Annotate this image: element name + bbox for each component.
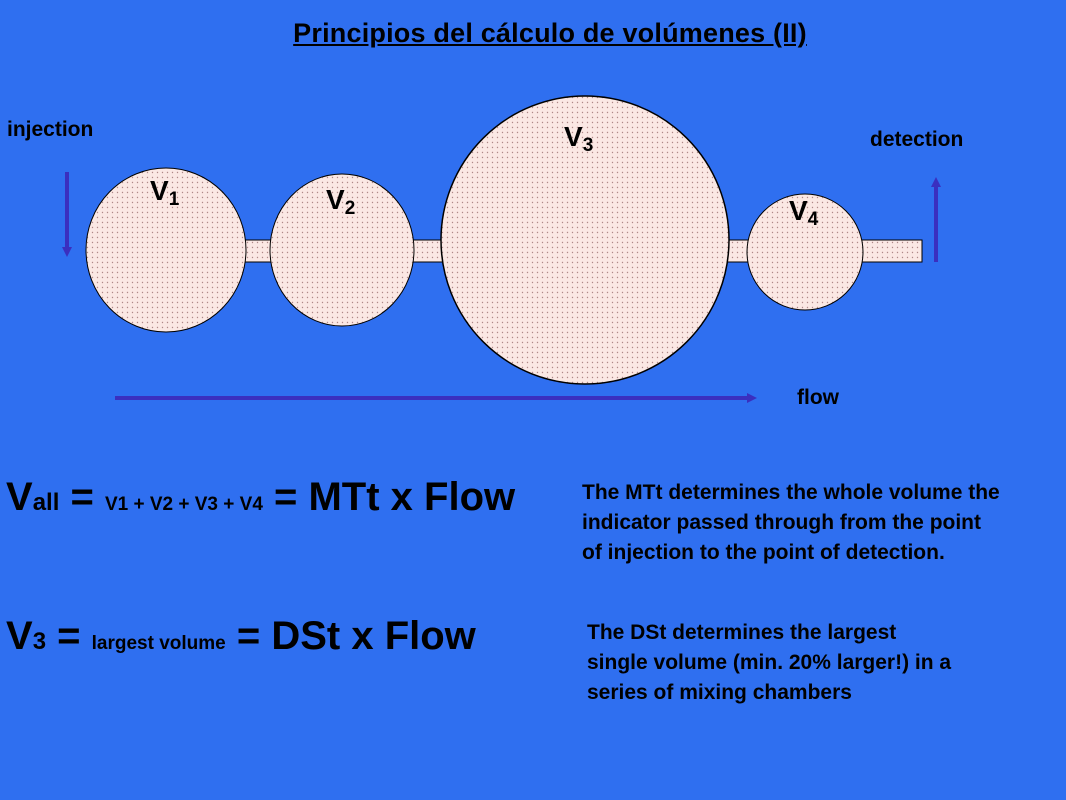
- mtt-line: The MTt determines the whole volume the: [582, 481, 1000, 504]
- dst-line: single volume (min. 20% larger!) in a: [587, 651, 952, 674]
- dst-line: series of mixing chambers: [587, 681, 852, 704]
- chamber-label-v2: V2: [326, 184, 355, 219]
- mtt-line: indicator passed through from the point: [582, 511, 981, 534]
- chamber-v3: [440, 95, 730, 385]
- equation-total-volume: Vall = V1 + V2 + V3 + V4 = MTt x Flow: [6, 475, 516, 519]
- chamber-v4: [746, 193, 864, 311]
- page-title: Principios del cálculo de volúmenes (II): [293, 18, 807, 48]
- dst-line: The DSt determines the largest: [587, 621, 897, 644]
- chamber-label-v1: V1: [150, 175, 180, 210]
- mixing-chambers-diagram: V1 V2 V3 V4: [62, 95, 941, 403]
- chamber-label-v4: V4: [789, 195, 819, 230]
- chamber-v2: [269, 173, 415, 327]
- flow-label: flow: [797, 386, 839, 409]
- chamber-v1: [85, 167, 247, 333]
- dst-explanation: The DSt determines the largest single vo…: [587, 618, 951, 708]
- mtt-explanation: The MTt determines the whole volume the …: [582, 478, 1000, 568]
- detection-label: detection: [870, 128, 964, 151]
- equation-largest-volume: V3 = largest volume = DSt x Flow: [6, 614, 476, 658]
- chamber-label-v3: V3: [564, 121, 593, 156]
- injection-label: injection: [7, 118, 94, 141]
- mtt-line: of injection to the point of detection.: [582, 541, 945, 564]
